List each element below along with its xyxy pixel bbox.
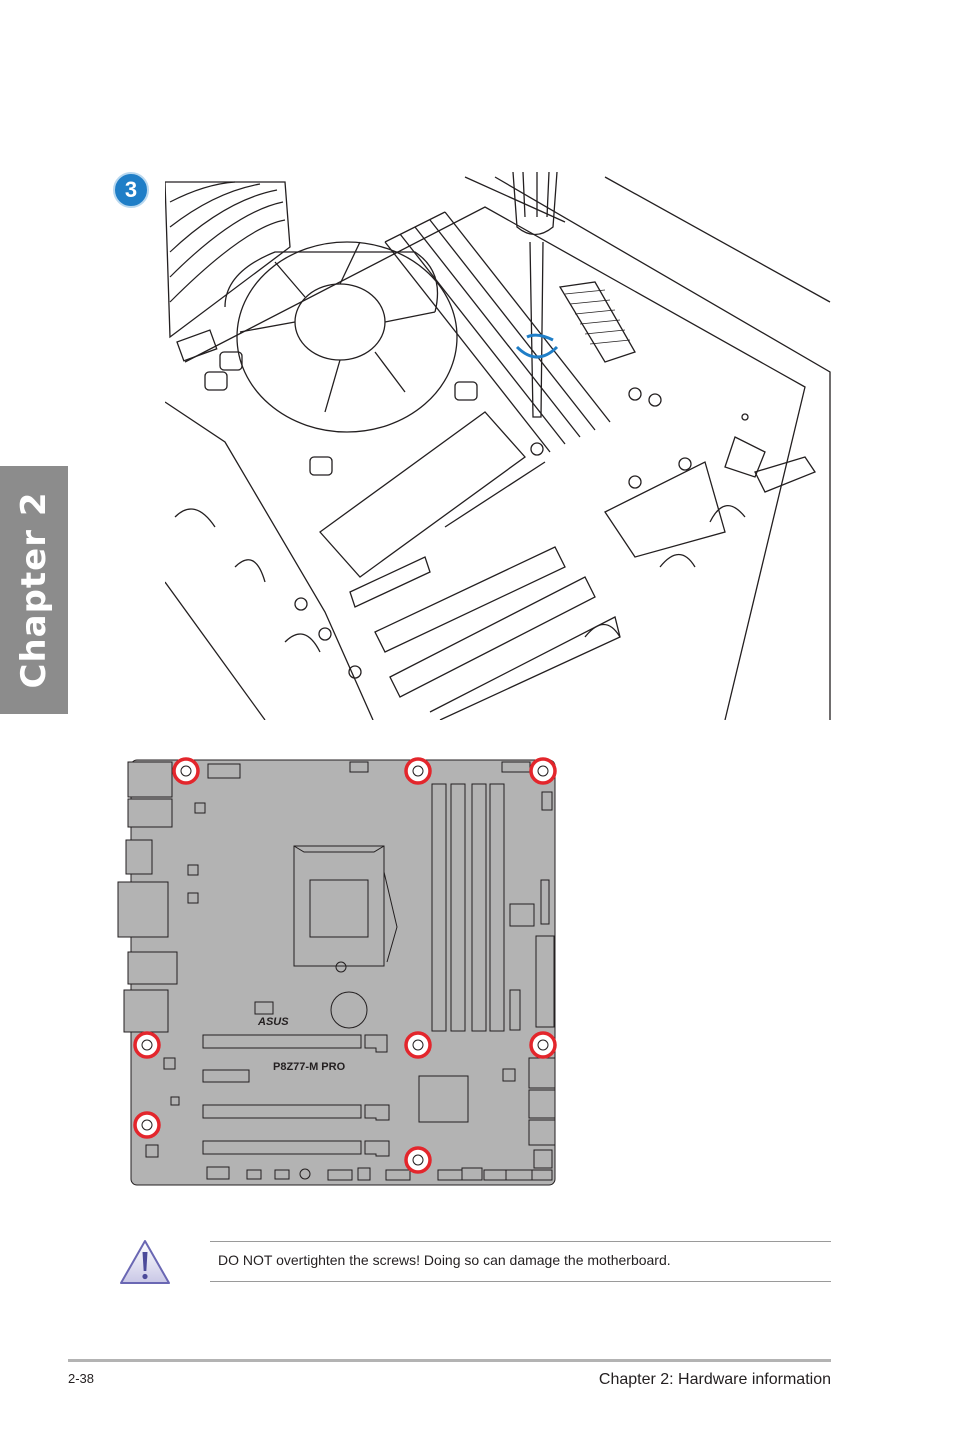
chapter-tab-label: Chapter 2 (14, 491, 54, 689)
asus-logo: ASUS (257, 1016, 289, 1028)
note-divider-top (210, 1241, 831, 1242)
bottom-headers (206, 1149, 553, 1181)
board-model-label: P8Z77-M PRO (273, 1061, 346, 1073)
screwdriver (512, 172, 559, 456)
cpu-cooler-fan (224, 241, 458, 433)
screw-hole-markers (133, 757, 557, 1174)
dimm-slots (384, 211, 611, 453)
page-number: 2-38 (68, 1371, 95, 1386)
footer-divider (68, 1359, 831, 1362)
pcie-slots (202, 1034, 390, 1157)
caution-note-text: DO NOT overtighten the screws! Doing so … (218, 1252, 671, 1268)
case-fan-grille (169, 181, 286, 303)
step-number-badge: 3 (113, 172, 149, 208)
cpu-socket (293, 845, 398, 973)
pch-chip (418, 1075, 469, 1123)
cmos-battery (330, 991, 368, 1029)
screw-hole (133, 1111, 161, 1139)
screw-hole (404, 757, 432, 785)
note-divider-bottom (210, 1281, 831, 1282)
screw-hole (404, 1031, 432, 1059)
rear-io-ports (117, 761, 178, 1033)
screw-install-illustration (165, 172, 831, 720)
pcie-slots (349, 546, 621, 720)
atx-power-connector (558, 281, 636, 363)
motherboard-layout-diagram: ASUS P8Z77-M PRO (117, 757, 557, 1186)
screw-hole (133, 1031, 161, 1059)
caution-triangle-icon (120, 1240, 170, 1284)
screw-hole (404, 1146, 432, 1174)
footer-chapter-title: Chapter 2: Hardware information (598, 1371, 831, 1388)
chapter-side-tab: Chapter 2 (0, 466, 68, 714)
screw-hole (529, 757, 557, 785)
dimm-slots (431, 783, 505, 1032)
screw-hole (172, 757, 200, 785)
screw-hole (529, 1031, 557, 1059)
